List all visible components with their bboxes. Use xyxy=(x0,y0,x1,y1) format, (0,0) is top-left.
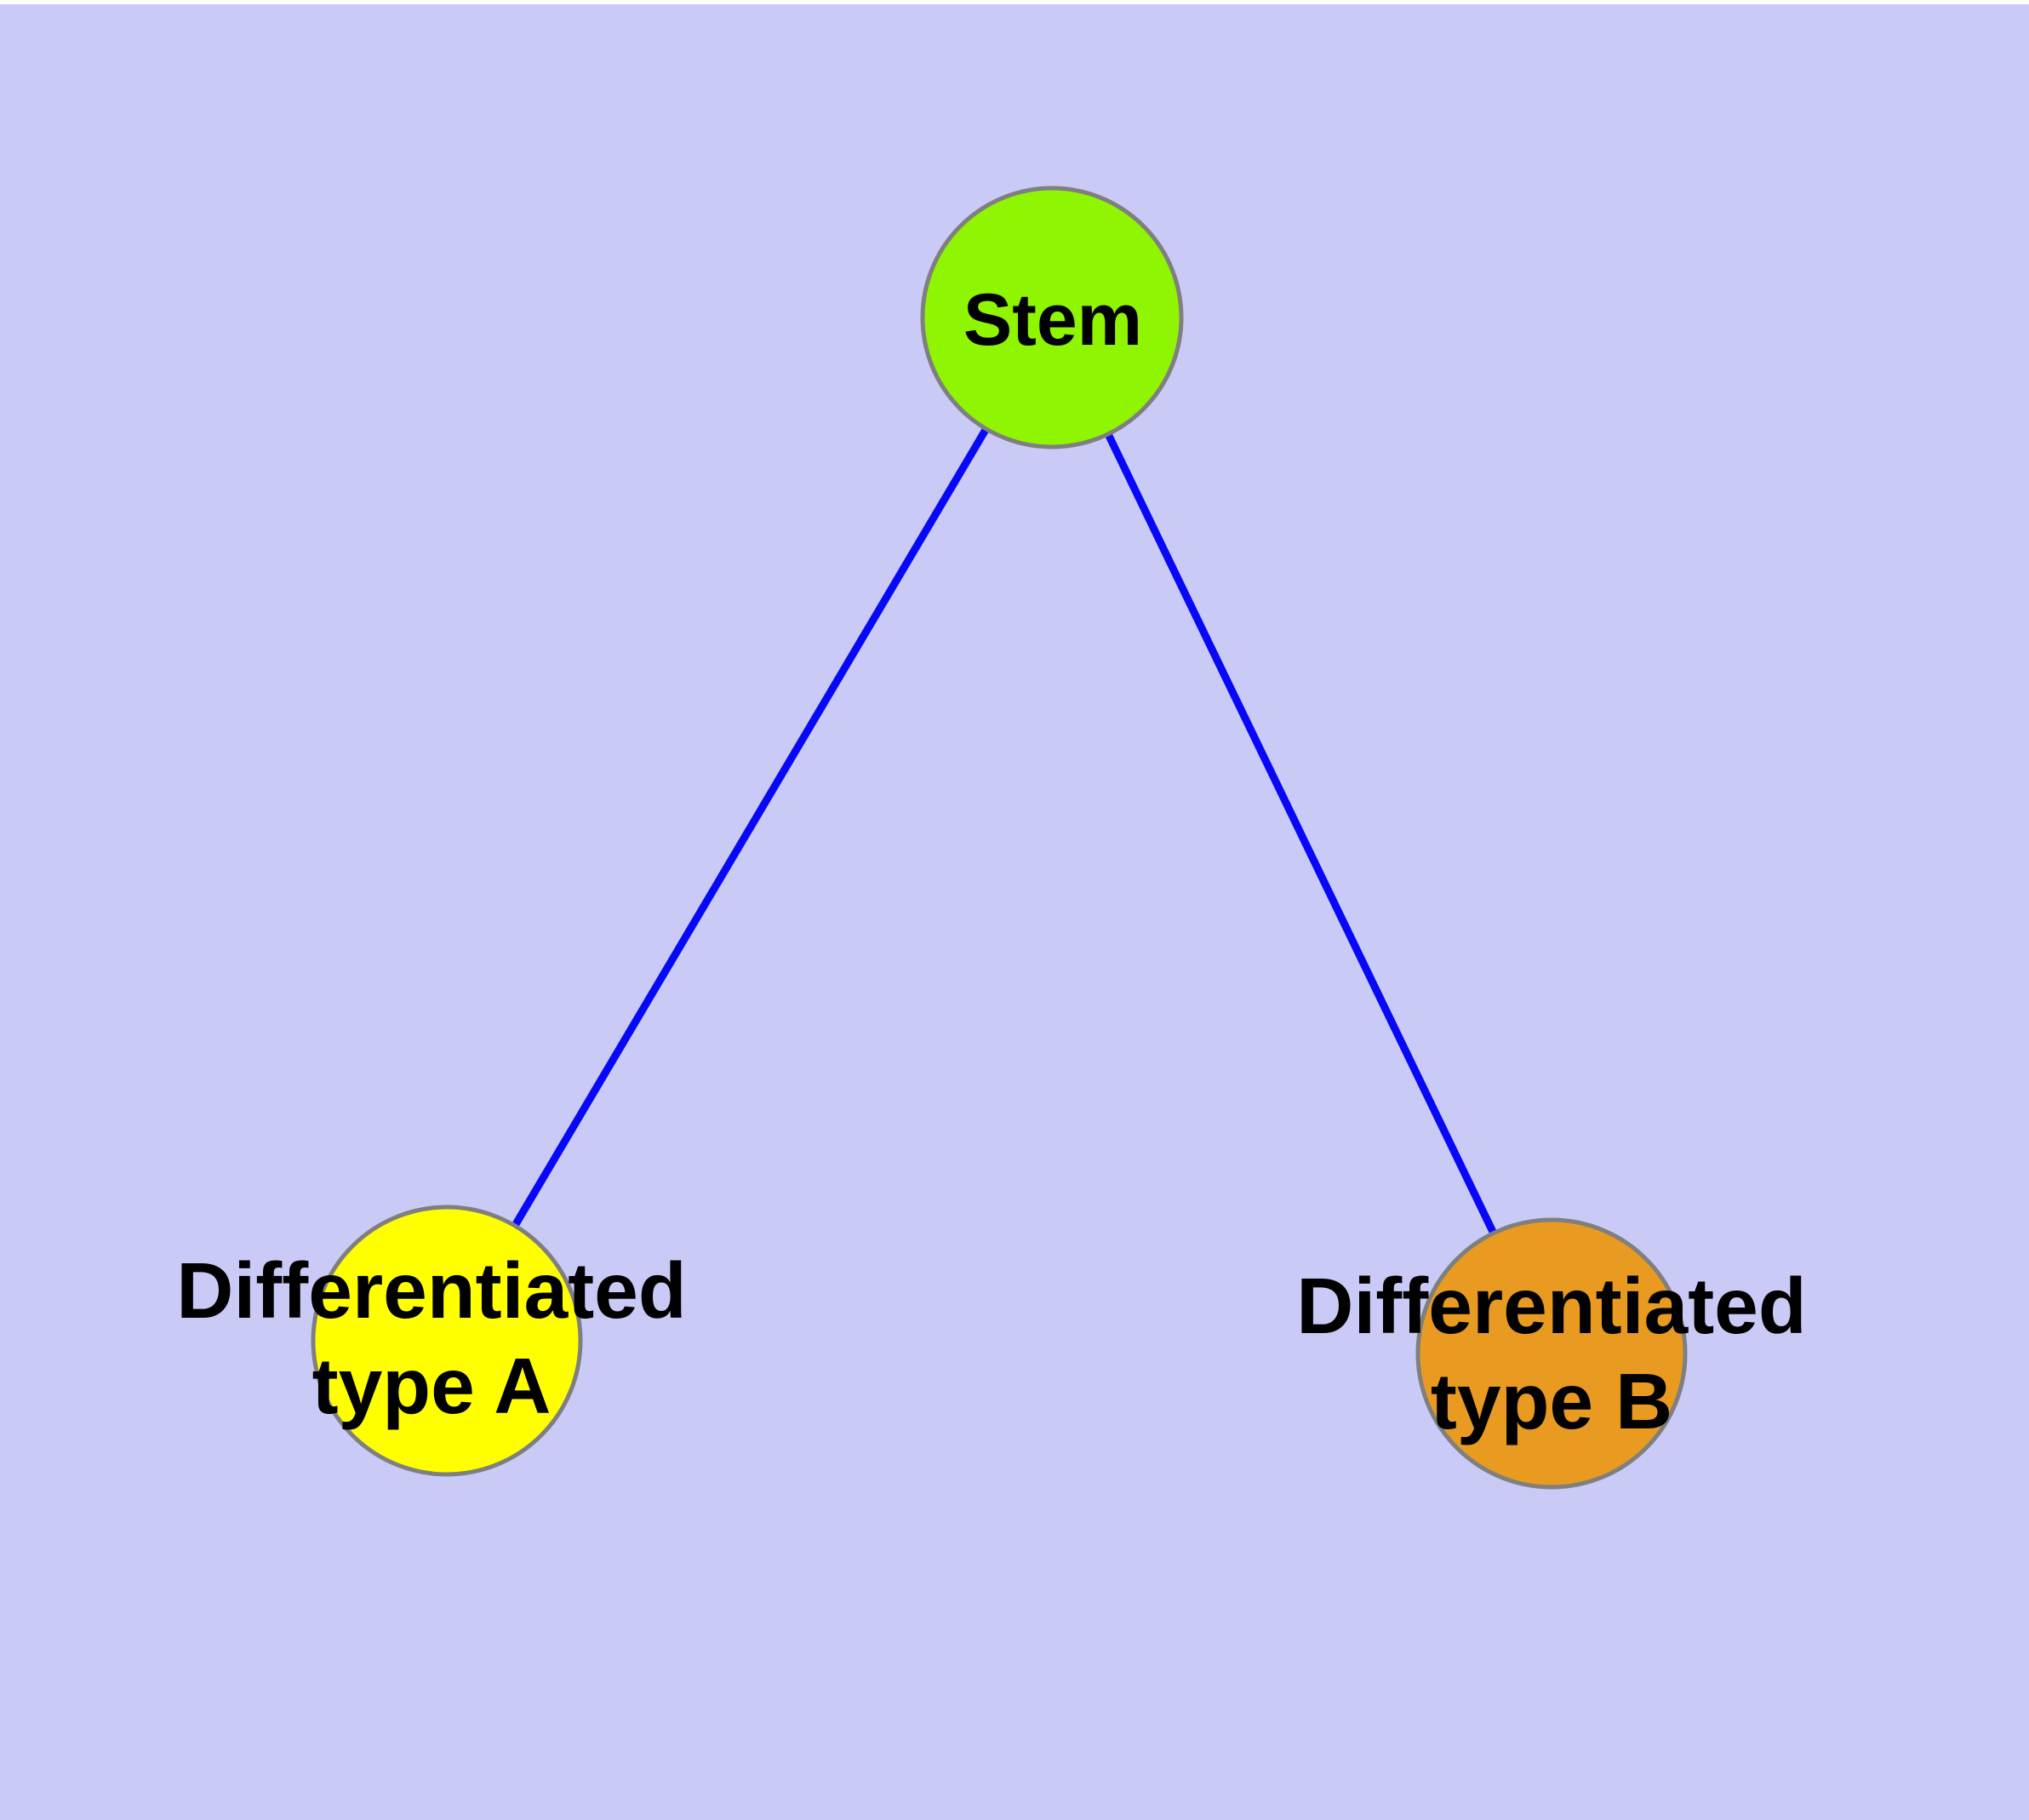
node-label-line: Differentiated xyxy=(176,1246,687,1335)
node-label-differentiated-type-a: Differentiated type A xyxy=(176,1243,686,1434)
node-label-line: type B xyxy=(1430,1357,1673,1445)
diagram-canvas: Stem Differentiated type A Differentiate… xyxy=(0,4,2029,1820)
node-differentiated-type-a xyxy=(311,1205,583,1477)
node-label-stem: Stem xyxy=(963,279,1143,361)
node-differentiated-type-b xyxy=(1415,1217,1688,1490)
node-stem xyxy=(920,186,1184,449)
edge-stem-to-type-a xyxy=(443,315,1055,1343)
top-margin xyxy=(0,0,2029,4)
graph-svg xyxy=(311,186,1688,1490)
node-label-line: type A xyxy=(311,1342,552,1430)
edge-stem-to-type-b xyxy=(1048,316,1556,1355)
node-label-line: Differentiated xyxy=(1296,1262,1807,1350)
node-label-differentiated-type-b: Differentiated type B xyxy=(1296,1258,1806,1449)
